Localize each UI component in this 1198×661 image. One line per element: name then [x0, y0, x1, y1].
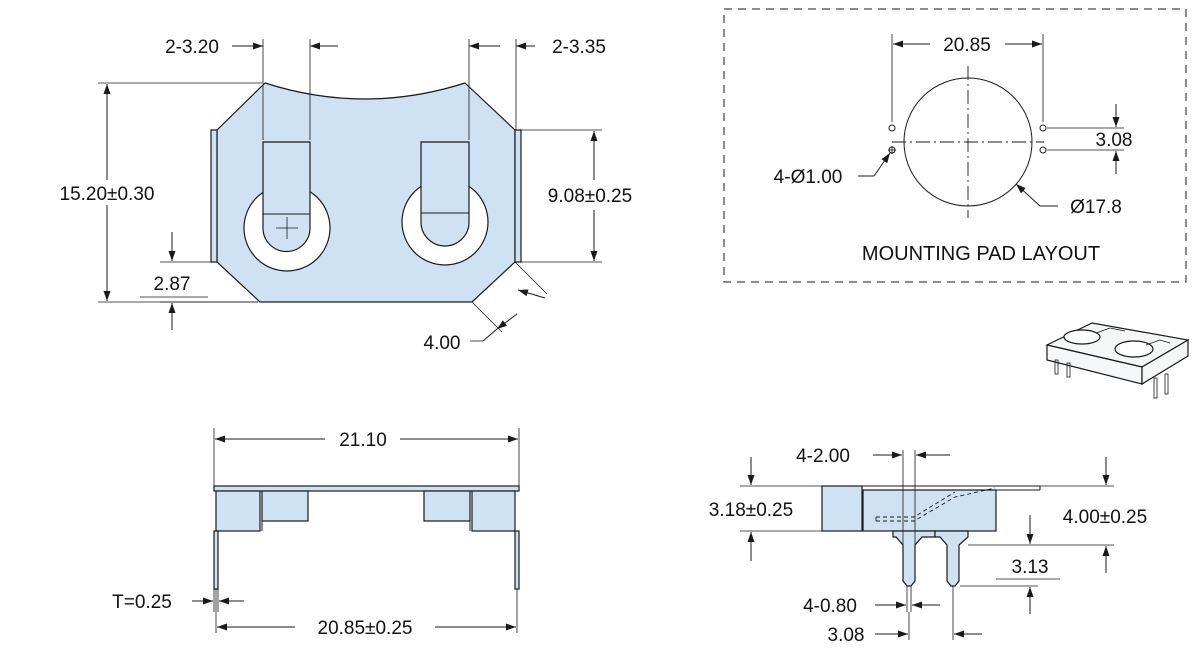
pad-hole	[888, 124, 896, 132]
dim-front-width: 21.10	[339, 430, 387, 451]
side-pin-left	[892, 530, 936, 587]
dim-battery-diameter: Ø17.8	[1070, 197, 1122, 218]
contact-tab-left	[262, 141, 311, 253]
dim-pad-pitch-x: 20.85	[943, 35, 991, 56]
pad-hole	[1039, 124, 1047, 132]
side-pin-right	[934, 530, 969, 587]
left-flange	[210, 129, 218, 263]
pad-layout-title: MOUNTING PAD LAYOUT	[862, 243, 1100, 265]
top-view: 2-3.20 2-3.35 15.20±0.30 9.08±0.25 2.87	[60, 37, 633, 354]
front-top-plate	[213, 485, 520, 492]
pad-layout-frame	[723, 8, 1187, 283]
front-right-wing	[471, 490, 516, 532]
front-view: 21.10 T=0.25 20.85±0.25	[112, 428, 520, 639]
pad-hole	[1039, 146, 1047, 154]
dim-side-body-height: 3.18±0.25	[709, 500, 793, 521]
dim-side-pin-thickness: 4-0.80	[803, 596, 857, 617]
dim-side-pin-length: 3.13	[1012, 557, 1049, 578]
front-right-contact	[423, 490, 471, 522]
front-left-wing	[215, 490, 261, 532]
side-left-wall	[821, 485, 863, 532]
dim-side-total-height: 4.00±0.25	[1063, 507, 1147, 528]
dim-slot-right: 2-3.35	[552, 37, 606, 58]
front-left-contact	[261, 490, 309, 522]
dim-side-pin-pitch: 3.08	[828, 625, 865, 646]
dim-chamfer: 4.00	[424, 333, 461, 354]
dim-pad-hole: 4-Ø1.00	[774, 167, 843, 188]
right-flange	[514, 129, 522, 263]
front-right-pin	[514, 530, 520, 590]
mounting-pad-layout: 20.85 3.08 4-Ø1.00 Ø17.8 MOUNTING PAD LA…	[723, 8, 1187, 283]
dim-pad-pitch-y: 3.08	[1096, 130, 1133, 151]
dim-notch: 2.87	[154, 274, 191, 295]
dim-slot-left: 2-3.20	[165, 37, 219, 58]
dim-pin-span: 20.85±0.25	[318, 618, 413, 639]
side-view: 4-2.00 3.18±0.25 4.00±0.25 3.13 4-0.80 3…	[709, 446, 1147, 646]
dim-thickness: T=0.25	[112, 592, 172, 613]
contact-tab-right	[420, 141, 470, 247]
dim-height: 15.20±0.30	[60, 184, 155, 205]
front-left-pin	[213, 530, 219, 590]
isometric-preview	[1045, 322, 1190, 399]
dim-side-pin-width: 4-2.00	[796, 446, 850, 467]
dim-side-height: 9.08±0.25	[548, 186, 632, 207]
side-contact	[862, 489, 997, 532]
